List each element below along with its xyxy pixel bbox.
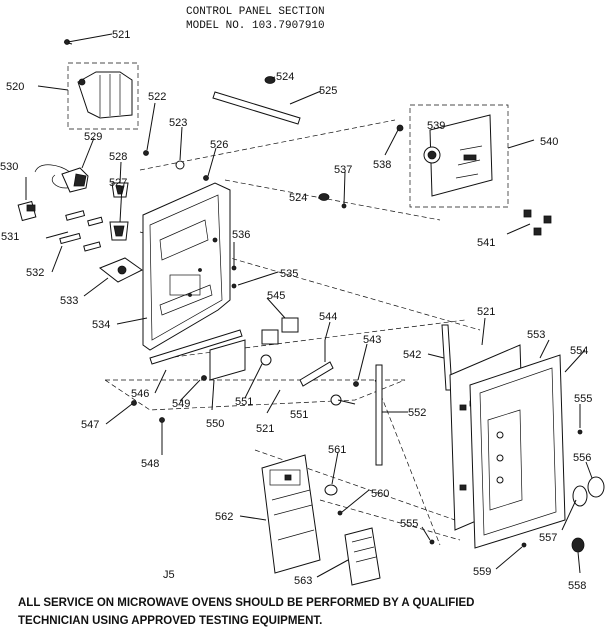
callout-563: 563	[294, 575, 312, 587]
callout-544: 544	[319, 311, 337, 323]
door-frame-554	[469, 354, 566, 549]
callout-542: 542	[403, 349, 421, 361]
title-line-2: MODEL NO. 103.7907910	[186, 20, 325, 32]
callout-552: 552	[408, 407, 426, 419]
leader-lines	[25, 33, 593, 578]
callout-540: 540	[540, 136, 558, 148]
callout-549: 549	[172, 398, 190, 410]
callout-559: 559	[473, 566, 491, 578]
callout-520: 520	[6, 81, 24, 93]
callout-521-b: 521	[477, 306, 495, 318]
footer-note-line-1: ALL SERVICE ON MICROWAVE OVENS SHOULD BE…	[18, 597, 474, 609]
screw-543	[353, 381, 359, 387]
bracket-533	[99, 257, 143, 283]
switch-530	[17, 200, 37, 222]
callout-545: 545	[267, 290, 285, 302]
fuse-531	[65, 210, 104, 227]
callout-537: 537	[334, 164, 352, 176]
timer-assembly-540	[409, 104, 509, 208]
bar-546	[149, 329, 243, 365]
callout-539: 539	[427, 120, 445, 132]
callout-531: 531	[1, 231, 19, 243]
screws-541	[523, 209, 552, 236]
callout-527: 527	[109, 177, 127, 189]
relay-bracket-520	[67, 62, 139, 130]
callout-labels: 521 520 522 523 529 528 526 530 527 524 …	[0, 29, 592, 592]
hardware-555-558	[429, 429, 605, 553]
small-fasteners	[143, 124, 404, 289]
callout-524-b: 524	[289, 192, 307, 204]
callout-555-b: 555	[400, 518, 418, 530]
callout-529: 529	[84, 131, 102, 143]
screw-521-top	[63, 39, 73, 45]
control-chassis-534	[142, 182, 231, 351]
button-561	[324, 484, 338, 496]
card-563	[344, 527, 381, 586]
knob-527	[109, 221, 129, 241]
callout-534: 534	[92, 319, 110, 331]
callout-533: 533	[60, 295, 78, 307]
callout-562: 562	[215, 511, 233, 523]
strip-552	[375, 364, 383, 466]
callout-526: 526	[210, 139, 228, 151]
callout-553: 553	[527, 329, 545, 341]
board-550	[209, 339, 246, 381]
callout-551-b: 551	[290, 409, 308, 421]
fuse-532	[59, 232, 102, 252]
callout-546: 546	[131, 388, 149, 400]
rod-525	[212, 91, 301, 125]
callout-547: 547	[81, 419, 99, 431]
callout-532: 532	[26, 267, 44, 279]
callout-536: 536	[232, 229, 250, 241]
callout-530: 530	[0, 161, 18, 173]
callout-561: 561	[328, 444, 346, 456]
callout-521-c: 521	[256, 423, 274, 435]
callout-558: 558	[568, 580, 586, 592]
callout-524-a: 524	[276, 71, 294, 83]
callout-543: 543	[363, 334, 381, 346]
callout-538: 538	[373, 159, 391, 171]
callout-522: 522	[148, 91, 166, 103]
callout-523: 523	[169, 117, 187, 129]
callout-521-a: 521	[112, 29, 130, 41]
title-line-1: CONTROL PANEL SECTION	[186, 6, 325, 18]
callout-528: 528	[109, 151, 127, 163]
callout-557: 557	[539, 532, 557, 544]
callout-555-a: 555	[574, 393, 592, 405]
footer-note-line-2: TECHNICIAN USING APPROVED TESTING EQUIPM…	[18, 615, 322, 627]
figure-code: J5	[163, 569, 175, 581]
screws-547-549-548	[131, 375, 207, 423]
callout-548: 548	[141, 458, 159, 470]
callout-550: 550	[206, 418, 224, 430]
callout-556: 556	[573, 452, 591, 464]
nuts-551	[260, 354, 342, 406]
callout-554: 554	[570, 345, 588, 357]
bracket-544	[299, 340, 334, 387]
callout-560: 560	[371, 488, 389, 500]
callout-551-a: 551	[235, 396, 253, 408]
nut-524-mid	[318, 193, 330, 201]
cord-motor-529	[34, 164, 89, 193]
control-board-562	[261, 454, 321, 574]
relays-545	[261, 317, 299, 345]
callout-525: 525	[319, 85, 337, 97]
callout-541: 541	[477, 237, 495, 249]
callout-535: 535	[280, 268, 298, 280]
screw-560	[337, 510, 343, 516]
